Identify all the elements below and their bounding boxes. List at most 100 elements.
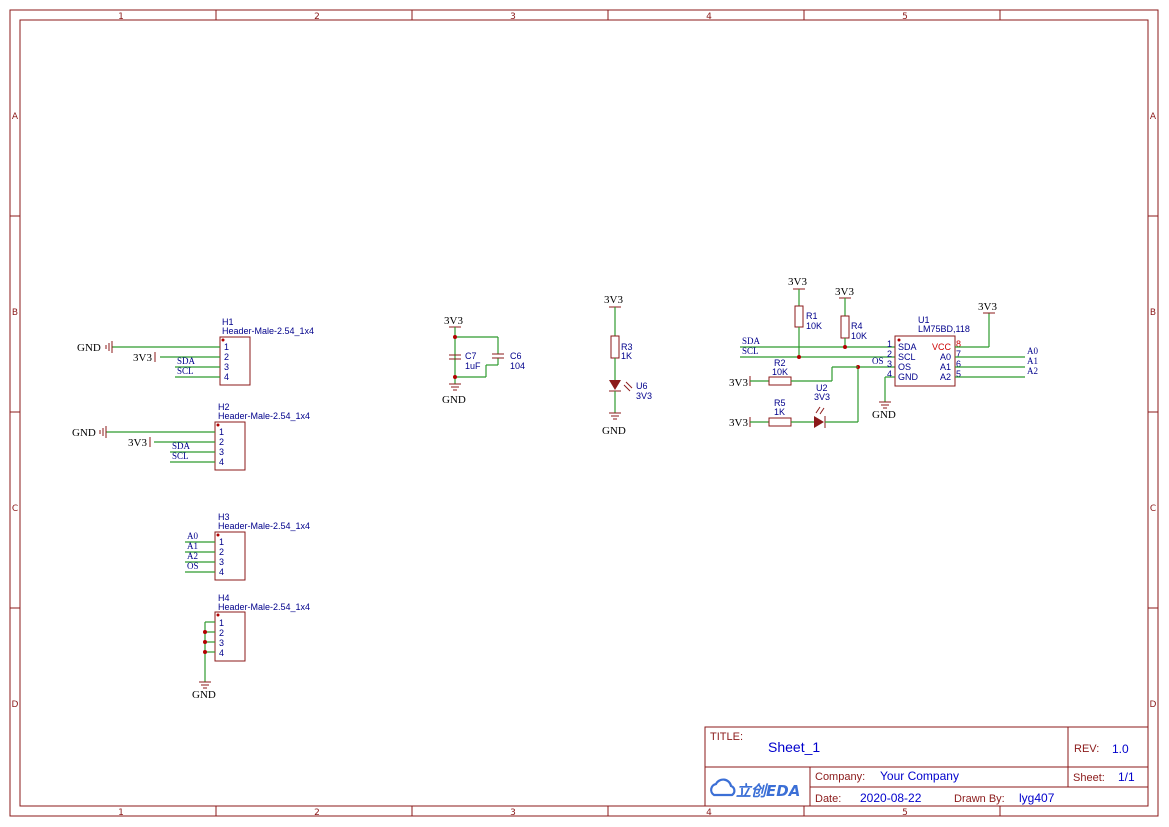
lm75-circuit[interactable]: 3V3 R1 10K 3V3 R4 10K SDA SCL OS 3V3 (729, 276, 1038, 429)
row-label-left: A (12, 112, 19, 122)
company-label: Company: (815, 771, 865, 783)
row-label-left: D (12, 700, 19, 710)
h3-ref: H3 (218, 512, 230, 522)
h4-ref: H4 (218, 593, 230, 603)
h2-sda-net: SDA (172, 441, 191, 451)
row-label-right: B (1150, 308, 1156, 318)
h2-pin-1: 1 (219, 427, 224, 437)
col-label-top: 4 (706, 12, 712, 22)
rev-label: REV: (1074, 743, 1099, 755)
c6-value: 104 (510, 361, 525, 371)
r1-body (794, 305, 804, 328)
u1-ref: U1 (918, 315, 930, 325)
h2-ref: H2 (218, 402, 230, 412)
row-label-left: C (12, 504, 18, 514)
r3-value: 1K (621, 351, 632, 361)
header-h3[interactable]: H3 Header-Male-2.54_1x4 1 2 3 4 A0 A1 A2… (185, 512, 310, 581)
col-label-bottom: 4 (706, 808, 712, 818)
h2-pin-4: 4 (219, 457, 224, 467)
row-label-right: D (1150, 700, 1157, 710)
power-led-circuit[interactable]: 3V3 R3 1K U6 3V3 GND (602, 294, 652, 437)
r1-ref: R1 (806, 311, 818, 321)
date-value: 2020-08-22 (860, 791, 922, 805)
led-gnd-label: GND (602, 425, 626, 437)
c7-ref: C7 (465, 351, 477, 361)
h1-value: Header-Male-2.54_1x4 (222, 326, 314, 336)
r3-body (610, 335, 620, 359)
h3-pin-3: 3 (219, 557, 224, 567)
decoupling-capacitors[interactable]: 3V3 C7 1uF C6 104 GND (442, 315, 525, 406)
h2-gnd-label: GND (72, 427, 96, 439)
u1-pin-num: 8 (956, 339, 961, 349)
h1-pin-1: 1 (224, 342, 229, 352)
title-label: TITLE: (710, 731, 743, 743)
h4-pin-3: 3 (219, 638, 224, 648)
h1-pin-3: 3 (224, 362, 229, 372)
r5-body (768, 417, 792, 427)
u1-a2-net: A2 (1027, 366, 1038, 376)
u2-ref: U2 (816, 383, 828, 393)
led-u2-symbol (814, 416, 824, 428)
h2-pin-3: 3 (219, 447, 224, 457)
c7-value: 1uF (465, 361, 481, 371)
col-label-bottom: 2 (314, 808, 320, 818)
r2-ref: R2 (774, 358, 786, 368)
title-block: TITLE: Sheet_1 REV: 1.0 Company: Your Co… (704, 726, 1149, 807)
drawn-by-value: lyg407 (1019, 791, 1055, 805)
row-label-right: A (1150, 112, 1157, 122)
r4-value: 10K (851, 331, 867, 341)
h1-pin-2: 2 (224, 352, 229, 362)
col-label-top: 1 (118, 12, 124, 22)
u1-gnd-label: GND (872, 409, 896, 421)
r2-body (768, 376, 792, 386)
u1-pin-num: 4 (887, 369, 892, 379)
header-h2[interactable]: H2 Header-Male-2.54_1x4 1 2 3 4 GND 3V3 … (72, 402, 310, 471)
h2-value: Header-Male-2.54_1x4 (218, 411, 310, 421)
h4-pin-1: 1 (219, 618, 224, 628)
h3-value: Header-Male-2.54_1x4 (218, 521, 310, 531)
r2-3v3-label: 3V3 (729, 377, 748, 389)
u1-value: LM75BD,118 (918, 324, 970, 334)
u6-value: 3V3 (636, 391, 652, 401)
u1-scl-net: SCL (742, 346, 759, 356)
r4-body (840, 315, 850, 339)
u1-a1-net: A1 (1027, 356, 1038, 366)
col-label-bottom: 1 (118, 808, 124, 818)
header-h4[interactable]: H4 Header-Male-2.54_1x4 1 2 3 4 GND (192, 593, 310, 701)
u1-pin-name: SDA (898, 342, 917, 352)
r5-3v3-label: 3V3 (729, 417, 748, 429)
drawn-by-label: Drawn By: (954, 793, 1005, 805)
row-label-right: C (1150, 504, 1156, 514)
r2-value: 10K (772, 367, 788, 377)
cap-3v3-label: 3V3 (444, 315, 463, 327)
logo-text: 立创EDA (736, 782, 800, 800)
col-label-top: 2 (314, 12, 320, 22)
col-label-top: 3 (510, 12, 516, 22)
h2-pin-2: 2 (219, 437, 224, 447)
u1-pin-num: 6 (956, 359, 961, 369)
h1-pin-4: 4 (224, 372, 229, 382)
u1-pin-name: VCC (932, 342, 952, 352)
u2-value: 3V3 (814, 392, 830, 402)
u1-pin-name: GND (898, 372, 919, 382)
col-label-bottom: 3 (510, 808, 516, 818)
h4-gnd-label: GND (192, 689, 216, 701)
company-value: Your Company (880, 769, 959, 783)
u1-pin-name: A1 (940, 362, 951, 372)
u1-pin-num: 5 (956, 369, 961, 379)
h2-3v3-label: 3V3 (128, 437, 147, 449)
u1-3v3-label: 3V3 (978, 301, 997, 313)
header-h1[interactable]: H1 Header-Male-2.54_1x4 1 2 3 4 GND 3V3 … (77, 317, 314, 386)
u1-pin-num: 2 (887, 349, 892, 359)
c6-ref: C6 (510, 351, 522, 361)
u1-pin-name: A2 (940, 372, 951, 382)
led-3v3-label: 3V3 (604, 294, 623, 306)
r5-ref: R5 (774, 398, 786, 408)
r5-value: 1K (774, 407, 785, 417)
u1-pin-name: OS (898, 362, 911, 372)
u1-os-net: OS (872, 356, 884, 366)
h4-pin-2: 2 (219, 628, 224, 638)
sheet-value: 1/1 (1118, 770, 1135, 784)
cap-gnd-label: GND (442, 394, 466, 406)
